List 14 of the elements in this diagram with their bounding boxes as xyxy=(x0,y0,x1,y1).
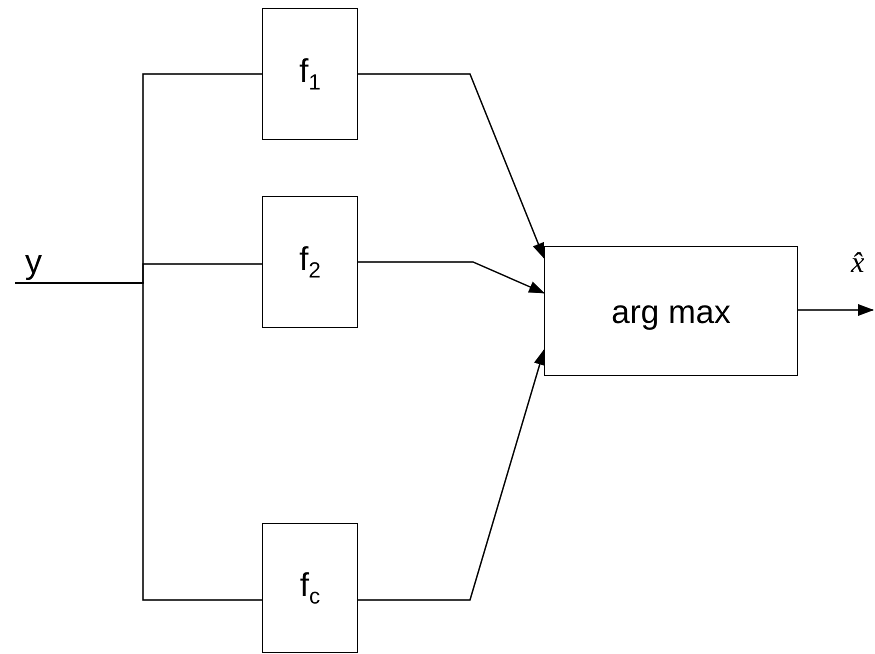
arrow xyxy=(358,261,545,294)
arrow xyxy=(358,73,545,259)
connector-line xyxy=(15,282,262,601)
node-label: f$_{1}$ xyxy=(299,54,321,94)
node-label: f$_{2}$ xyxy=(299,242,321,282)
arrow xyxy=(798,304,874,316)
process-box xyxy=(262,523,358,653)
process-box xyxy=(544,246,798,376)
node-label: arg max xyxy=(611,294,731,328)
node-label: f$_{c}$ xyxy=(300,568,320,608)
process-box xyxy=(262,196,358,328)
signal-label: y xyxy=(25,245,42,279)
process-box xyxy=(262,8,358,140)
arrow xyxy=(358,349,546,601)
